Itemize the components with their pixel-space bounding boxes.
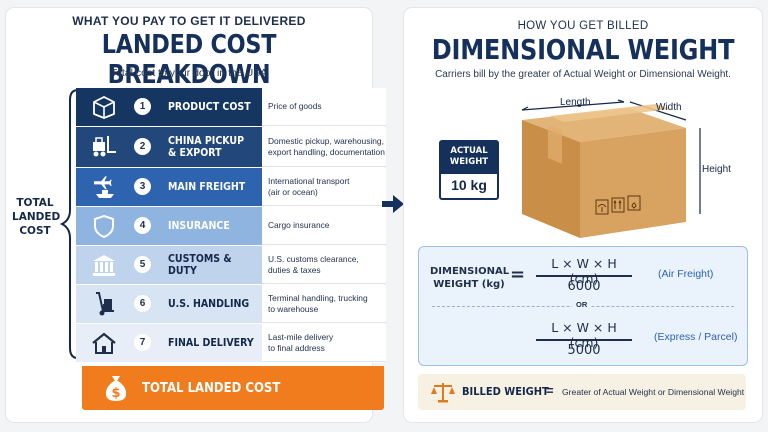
money-bag-icon: $ xyxy=(105,376,127,401)
total-landed-cost-label: TOTAL LANDED COST xyxy=(142,380,281,396)
step-number: 4 xyxy=(134,217,151,234)
right-kicker: HOW YOU GET BILLED xyxy=(517,20,649,32)
scale-icon xyxy=(431,383,455,403)
cost-description: International transport(air or ocean) xyxy=(262,168,386,206)
step-number: 7 xyxy=(134,334,151,351)
cost-row-insurance: 4 INSURANCE Cargo insurance xyxy=(76,207,386,246)
svg-text:$: $ xyxy=(111,386,120,401)
billed-equals-sign: = xyxy=(546,383,554,398)
cost-label: CHINA PICKUP& EXPORT xyxy=(168,135,245,159)
express-divisor: 5000 xyxy=(567,343,601,358)
cost-description: Domestic pickup, warehousing,export hand… xyxy=(262,127,386,167)
cost-row-main-freight: 3 MAIN FREIGHT International transport(a… xyxy=(76,168,386,207)
cost-description: Price of goods xyxy=(262,88,386,126)
billed-weight-label: BILLED WEIGHT xyxy=(462,385,549,398)
cost-row-customs: 5 CUSTOMS & DUTY U.S. customs clearance,… xyxy=(76,246,386,285)
arrow-right-icon xyxy=(382,195,404,213)
cardboard-box-illustration: Length Width Height xyxy=(521,97,731,238)
cost-label: CUSTOMS & DUTY xyxy=(168,253,232,277)
svg-text:Length: Length xyxy=(560,97,591,108)
svg-text:Height: Height xyxy=(702,164,731,175)
right-title: DIMENSIONAL WEIGHT xyxy=(431,33,735,66)
left-kicker: WHAT YOU PAY TO GET IT DELIVERED xyxy=(72,14,306,28)
equals-sign: = xyxy=(510,264,526,285)
step-number: 3 xyxy=(134,178,151,195)
cost-description: U.S. customs clearance,duties & taxes xyxy=(262,246,386,284)
or-label: OR xyxy=(572,300,592,309)
house-icon xyxy=(92,332,116,354)
shield-icon xyxy=(94,214,114,239)
total-bracket xyxy=(59,89,79,359)
step-number: 6 xyxy=(134,295,151,312)
cost-label: FINAL DELIVERY xyxy=(168,337,254,349)
right-subtitle: Carriers bill by the greater of Actual W… xyxy=(435,69,731,80)
box-icon xyxy=(93,95,115,119)
air-freight-note: (Air Freight) xyxy=(658,268,714,280)
forklift-icon xyxy=(93,136,116,157)
cost-row-us-handling: 6 U.S. HANDLING Terminal handling, truck… xyxy=(76,285,386,324)
cost-label: PRODUCT COST xyxy=(168,101,251,113)
cost-label: U.S. HANDLING xyxy=(168,298,250,310)
actual-weight-value: 10 kg xyxy=(451,177,487,193)
total-landed-cost-side-label: TOTAL LANDED COST xyxy=(12,197,61,237)
step-number: 1 xyxy=(134,98,151,115)
hand-truck-icon xyxy=(96,292,114,316)
fraction-line-air xyxy=(536,275,632,277)
express-parcel-note: (Express / Parcel) xyxy=(654,331,738,343)
billed-weight-box xyxy=(418,374,746,410)
air-divisor: 6000 xyxy=(567,279,601,294)
cost-description: Cargo insurance xyxy=(262,207,386,245)
cost-label: INSURANCE xyxy=(168,220,230,232)
left-subtitle: Total cost to your door in the USA xyxy=(110,67,268,79)
plane-ship-icon xyxy=(94,176,114,198)
bank-icon xyxy=(93,255,115,276)
step-number: 5 xyxy=(134,256,151,273)
cost-row-product: 1 PRODUCT COST Price of goods xyxy=(76,88,386,127)
formula-numerator-air: L × W × H (cm) xyxy=(551,256,617,286)
step-number: 2 xyxy=(134,138,151,155)
svg-text:Width: Width xyxy=(656,102,682,113)
formula-numerator-express: L × W × H (cm) xyxy=(551,320,617,350)
fraction-line-express xyxy=(536,339,632,341)
cost-label: MAIN FREIGHT xyxy=(168,181,246,193)
left-title: LANDED COST BREAKDOWN xyxy=(101,30,277,90)
cost-row-china-pickup: 2 CHINA PICKUP& EXPORT Domestic pickup, … xyxy=(76,127,386,168)
total-landed-cost-bar: $ TOTAL LANDED COST xyxy=(82,366,384,410)
billed-weight-description: Greater of Actual Weight or Dimensional … xyxy=(562,387,745,397)
